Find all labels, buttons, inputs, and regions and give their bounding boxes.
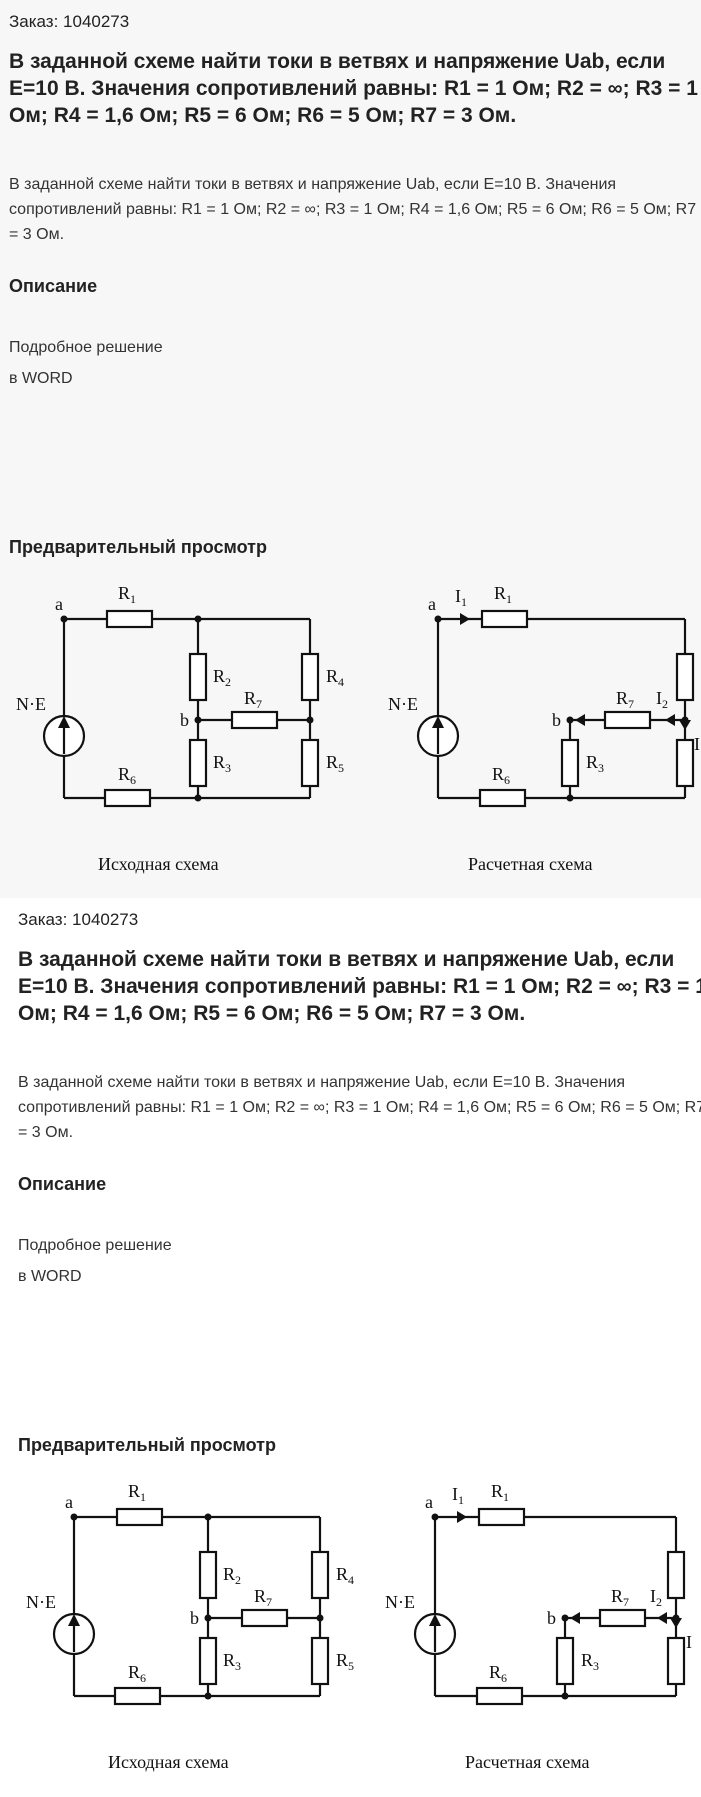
- i1-label: I: [452, 1484, 458, 1504]
- r4-label: R: [326, 666, 338, 686]
- svg-text:R7: R7: [616, 688, 634, 711]
- svg-text:R5: R5: [336, 1650, 354, 1673]
- svg-text:I1: I1: [455, 586, 467, 609]
- description-line-2: в WORD: [9, 370, 73, 387]
- preview-image: a b N·E R1 R2 R3 R4 R5 R6 R7 Исходная сх…: [26, 1481, 692, 1772]
- svg-text:R5: R5: [326, 752, 344, 775]
- r5-label: R: [326, 752, 338, 772]
- svg-text:I2: I2: [656, 688, 668, 711]
- order-title: В заданной схеме найти токи в ветвях и н…: [18, 948, 701, 1025]
- preview-image: a b N·E R1 R2 R3 R4 R5 R6 R7 Исходная сх…: [16, 583, 700, 874]
- svg-text:R4: R4: [336, 1564, 354, 1587]
- r3-label-right: R: [586, 752, 598, 772]
- svg-text:R3: R3: [213, 752, 231, 775]
- r6-label: R: [118, 764, 130, 784]
- r7-label-right: R: [616, 688, 628, 708]
- svg-text:R3: R3: [586, 752, 604, 775]
- r2-label: R: [223, 1564, 235, 1584]
- svg-text:R7: R7: [254, 1586, 272, 1609]
- r1-label-right: R: [491, 1481, 503, 1501]
- r1-label: R: [118, 583, 130, 603]
- r4-label: R: [336, 1564, 348, 1584]
- source-label-right: N·E: [388, 694, 418, 714]
- svg-text:R3: R3: [581, 1650, 599, 1673]
- right-caption: Расчетная схема: [468, 854, 593, 874]
- svg-text:R2: R2: [213, 666, 231, 689]
- r3-label: R: [213, 752, 225, 772]
- left-caption: Исходная схема: [108, 1752, 229, 1772]
- r5-label: R: [336, 1650, 348, 1670]
- node-b-label-right: b: [552, 710, 561, 730]
- r7-label-right: R: [611, 1586, 623, 1606]
- i2-label: I: [650, 1586, 656, 1606]
- svg-text:R3: R3: [223, 1650, 241, 1673]
- order-card-1: Заказ: 1040273 В заданной схеме найти то…: [0, 0, 701, 898]
- svg-text:R1: R1: [491, 1481, 509, 1504]
- r3-label: R: [223, 1650, 235, 1670]
- svg-text:R1: R1: [128, 1481, 146, 1504]
- svg-text:R7: R7: [611, 1586, 629, 1609]
- order-description: В заданной схеме найти токи в ветвях и н…: [18, 1074, 701, 1141]
- source-label: N·E: [16, 694, 46, 714]
- r3-label-right: R: [581, 1650, 593, 1670]
- svg-text:R1: R1: [494, 583, 512, 606]
- svg-text:I1: I1: [452, 1484, 464, 1507]
- order-number: Заказ: 1040273: [9, 12, 130, 31]
- i2-label: I: [656, 688, 662, 708]
- r6-label-right: R: [489, 1662, 501, 1682]
- r7-label: R: [254, 1586, 266, 1606]
- i3-label-partial: I: [694, 734, 700, 754]
- description-line-2: в WORD: [18, 1268, 82, 1285]
- svg-text:R6: R6: [492, 764, 510, 787]
- node-a-label-right: a: [425, 1492, 433, 1512]
- description-line-1: Подробное решение: [9, 339, 163, 356]
- description-heading: Описание: [18, 1174, 107, 1194]
- node-a-label-right: a: [428, 594, 436, 614]
- svg-text:R1: R1: [118, 583, 136, 606]
- description-heading: Описание: [9, 276, 98, 296]
- order-title: В заданной схеме найти токи в ветвях и н…: [9, 50, 698, 127]
- r1-label-right: R: [494, 583, 506, 603]
- svg-text:R7: R7: [244, 688, 262, 711]
- r1-label: R: [128, 1481, 140, 1501]
- node-a-label: a: [55, 594, 63, 614]
- preview-heading: Предварительный просмотр: [18, 1435, 276, 1455]
- node-b-label-right: b: [547, 1608, 556, 1628]
- node-b-label: b: [190, 1608, 199, 1628]
- svg-text:R4: R4: [326, 666, 344, 689]
- right-caption: Расчетная схема: [465, 1752, 590, 1772]
- svg-text:R2: R2: [223, 1564, 241, 1587]
- description-line-1: Подробное решение: [18, 1237, 172, 1254]
- source-label-right: N·E: [385, 1592, 415, 1612]
- node-a-label: a: [65, 1492, 73, 1512]
- r6-label-right: R: [492, 764, 504, 784]
- r7-label: R: [244, 688, 256, 708]
- source-label: N·E: [26, 1592, 56, 1612]
- left-caption: Исходная схема: [98, 854, 219, 874]
- order-description: В заданной схеме найти токи в ветвях и н…: [9, 176, 697, 243]
- svg-text:R6: R6: [118, 764, 136, 787]
- order-number: Заказ: 1040273: [18, 910, 139, 929]
- preview-heading: Предварительный просмотр: [9, 537, 267, 557]
- r6-label: R: [128, 1662, 140, 1682]
- i3-label-partial: I: [686, 1632, 692, 1652]
- order-card-2: Заказ: 1040273 В заданной схеме найти то…: [0, 898, 701, 1796]
- i1-label: I: [455, 586, 461, 606]
- node-b-label: b: [180, 710, 189, 730]
- svg-text:R6: R6: [128, 1662, 146, 1685]
- svg-text:I2: I2: [650, 1586, 662, 1609]
- svg-text:R6: R6: [489, 1662, 507, 1685]
- r2-label: R: [213, 666, 225, 686]
